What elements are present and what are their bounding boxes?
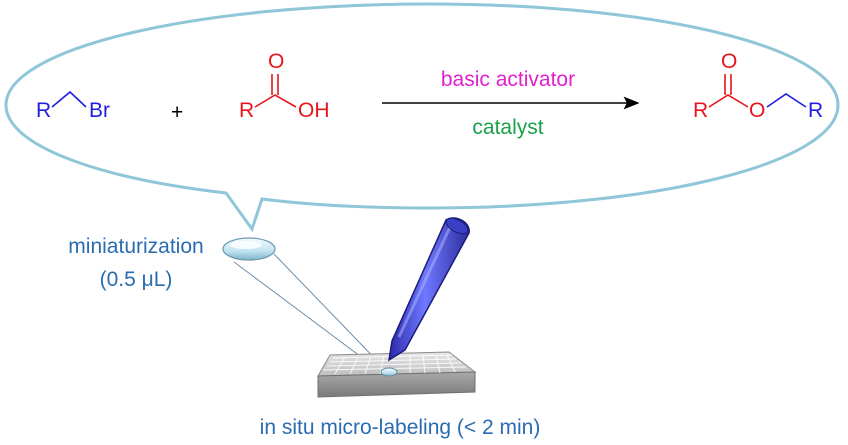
pipette-tip-icon — [388, 217, 470, 362]
reactant1-br-label: Br — [89, 99, 110, 122]
arrow-condition-bottom: catalyst — [472, 116, 543, 139]
reactant1-bonds — [51, 90, 87, 108]
product-alkyl-bonds — [766, 93, 807, 108]
bottom-caption: in situ micro-labeling (< 2 min) — [260, 416, 541, 439]
zoom-line-upper — [273, 253, 387, 371]
product-acyl-bonds — [708, 94, 749, 108]
reactant-carboxylic-acid: O R OH — [239, 50, 330, 122]
reactant2-hydroxyl-label: OH — [298, 99, 330, 122]
reaction-arrow-group: basic activator catalyst — [382, 68, 640, 139]
reactant1-r-label: R — [36, 99, 51, 122]
product-ester-o-label: O — [749, 99, 765, 122]
product-carbonyl-o-label: O — [721, 50, 737, 73]
well-droplet — [380, 367, 398, 377]
arrow-condition-top: basic activator — [441, 68, 575, 91]
product-r-left-label: R — [693, 99, 708, 122]
miniaturization-volume-label: (0.5 μL) — [100, 268, 173, 291]
speech-bubble — [4, 2, 840, 233]
product-r-right-label: R — [808, 99, 823, 122]
reactant2-r-label: R — [239, 99, 254, 122]
reactant2-carbonyl-o-label: O — [268, 50, 284, 73]
plus-sign: + — [171, 101, 183, 124]
reactant-alkyl-bromide: R Br — [36, 90, 110, 122]
microplate-icon — [317, 351, 477, 398]
droplet-icon — [222, 237, 276, 261]
miniaturization-label: miniaturization — [68, 235, 203, 258]
product-ester: O R O R — [693, 50, 823, 122]
reactant2-backbone-bonds — [254, 94, 297, 108]
